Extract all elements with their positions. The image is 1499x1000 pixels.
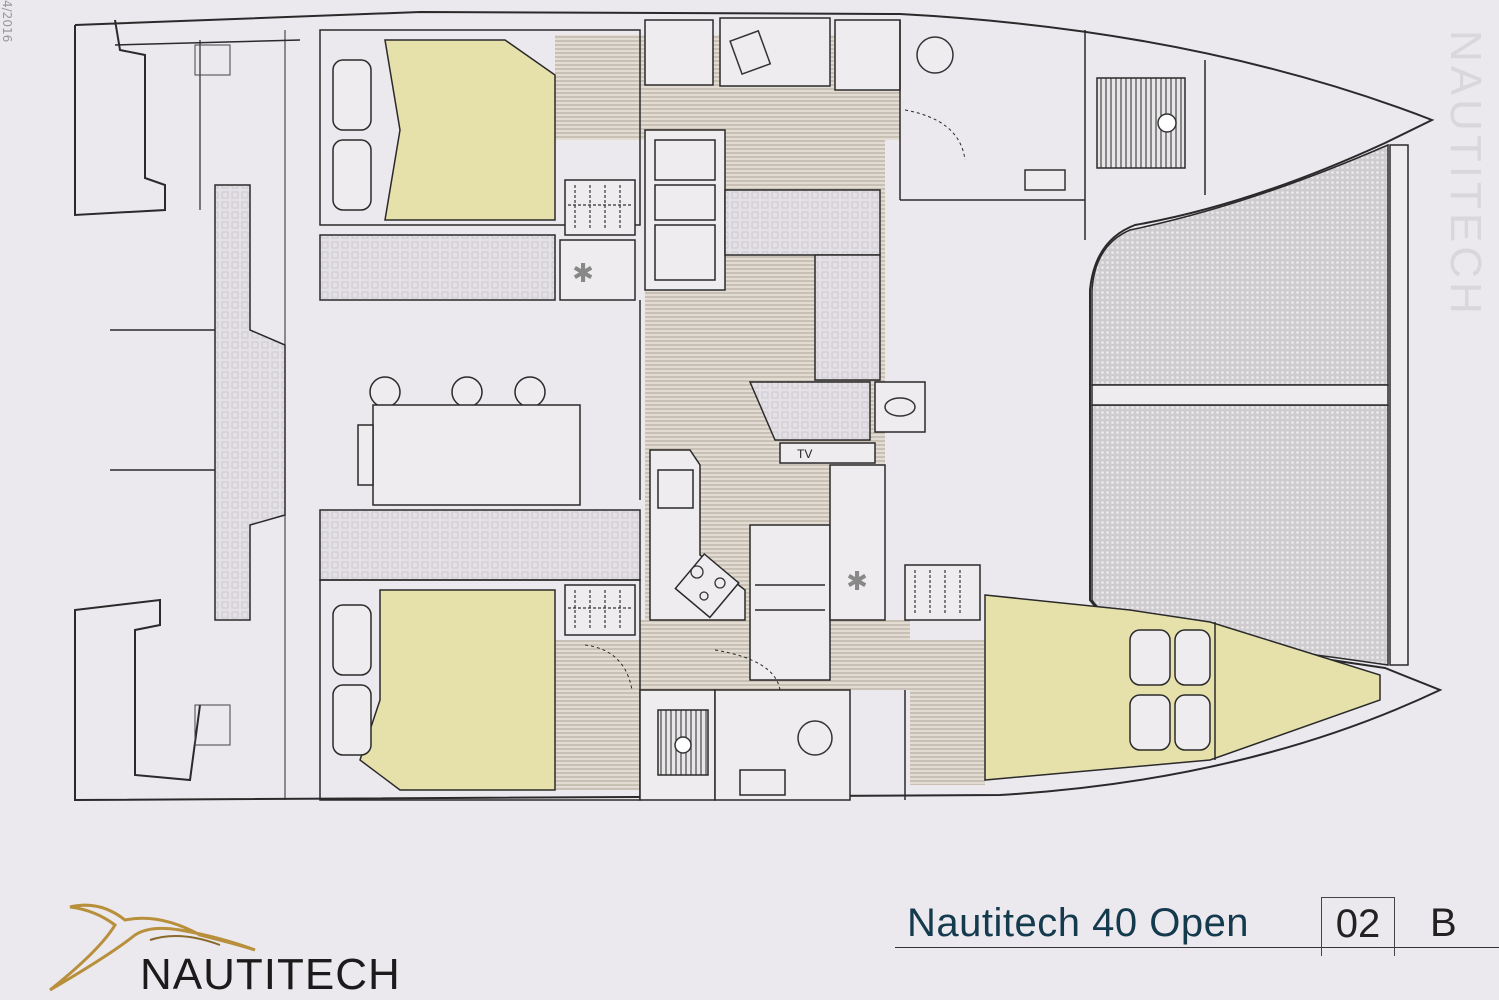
watermark: NAUTITECH <box>1441 30 1490 318</box>
burner <box>699 591 709 601</box>
table-leaf <box>357 424 374 486</box>
shower-drain-icon <box>674 736 692 754</box>
toilet-icon <box>916 36 954 74</box>
crossbeam <box>1091 384 1389 406</box>
companionway-stairs-aft <box>749 524 831 681</box>
saloon-bench-aft <box>319 234 556 301</box>
cabinet <box>814 254 881 381</box>
storage-forward <box>834 19 901 91</box>
cockpit-bench <box>214 184 286 621</box>
floor-port-cabin <box>555 640 640 790</box>
settee-cushion <box>724 189 881 256</box>
shower-drain-icon <box>1157 113 1177 133</box>
door-swing <box>714 649 781 691</box>
floor-bow-cabin <box>910 640 985 785</box>
pillow <box>332 139 372 211</box>
saloon-bench-forward <box>319 509 641 581</box>
pillow <box>1174 629 1211 686</box>
door-swing <box>584 644 633 691</box>
snowflake-icon: ✱ <box>572 259 594 289</box>
pillow <box>332 684 372 756</box>
transom-step <box>194 704 231 746</box>
tv-label: TV <box>797 447 812 461</box>
stool <box>369 376 401 408</box>
toilet-icon <box>797 720 833 756</box>
document-title: Nautitech 40 Open <box>907 901 1250 945</box>
transom-step <box>194 44 231 76</box>
saloon-table <box>372 404 581 506</box>
margin-date: 4/2016 <box>0 0 14 43</box>
snowflake-icon: ✱ <box>846 567 868 597</box>
hull-outline <box>74 10 1443 802</box>
fridge <box>829 464 886 621</box>
sink-icon <box>739 769 786 796</box>
nav-seat <box>748 381 871 441</box>
stair-step <box>654 224 716 281</box>
basin-icon <box>884 397 916 417</box>
tv-cabinet <box>779 442 876 464</box>
burner <box>690 565 704 579</box>
bed-bow <box>984 594 1381 781</box>
door-swing <box>904 109 966 161</box>
pillow <box>1174 694 1211 751</box>
pillow <box>1129 694 1171 751</box>
stair-step <box>654 184 716 221</box>
stair-step <box>654 139 716 181</box>
stool <box>514 376 546 408</box>
wardrobe <box>564 584 636 636</box>
laptop-icon <box>729 29 772 76</box>
page-number: 02 <box>1321 897 1395 956</box>
logo-text: NAUTITECH <box>140 950 401 999</box>
sink-icon <box>1024 169 1066 191</box>
logo-swoosh-icon <box>49 903 256 992</box>
pillow <box>332 604 372 676</box>
bin <box>874 381 926 433</box>
wardrobe <box>564 179 636 236</box>
crossbeam-side <box>1389 144 1409 666</box>
pillow <box>1129 629 1171 686</box>
locker <box>644 19 714 86</box>
trampoline-net <box>1091 143 1389 386</box>
bed-aft-port <box>359 589 556 791</box>
stool <box>451 376 483 408</box>
storage-bow <box>904 564 981 621</box>
cabin-aft-starboard <box>319 29 641 226</box>
fridge-aft <box>559 239 636 301</box>
chart-table <box>719 17 831 87</box>
galley-sink <box>657 469 694 509</box>
bed-aft-starboard <box>384 39 556 221</box>
pillow <box>332 59 372 131</box>
title-block: Nautitech 40 Open 02 B <box>895 895 1499 956</box>
burner <box>714 577 726 589</box>
boat-layout-plan: ✱ TV <box>74 10 1443 802</box>
revision-letter: B <box>1430 901 1457 945</box>
